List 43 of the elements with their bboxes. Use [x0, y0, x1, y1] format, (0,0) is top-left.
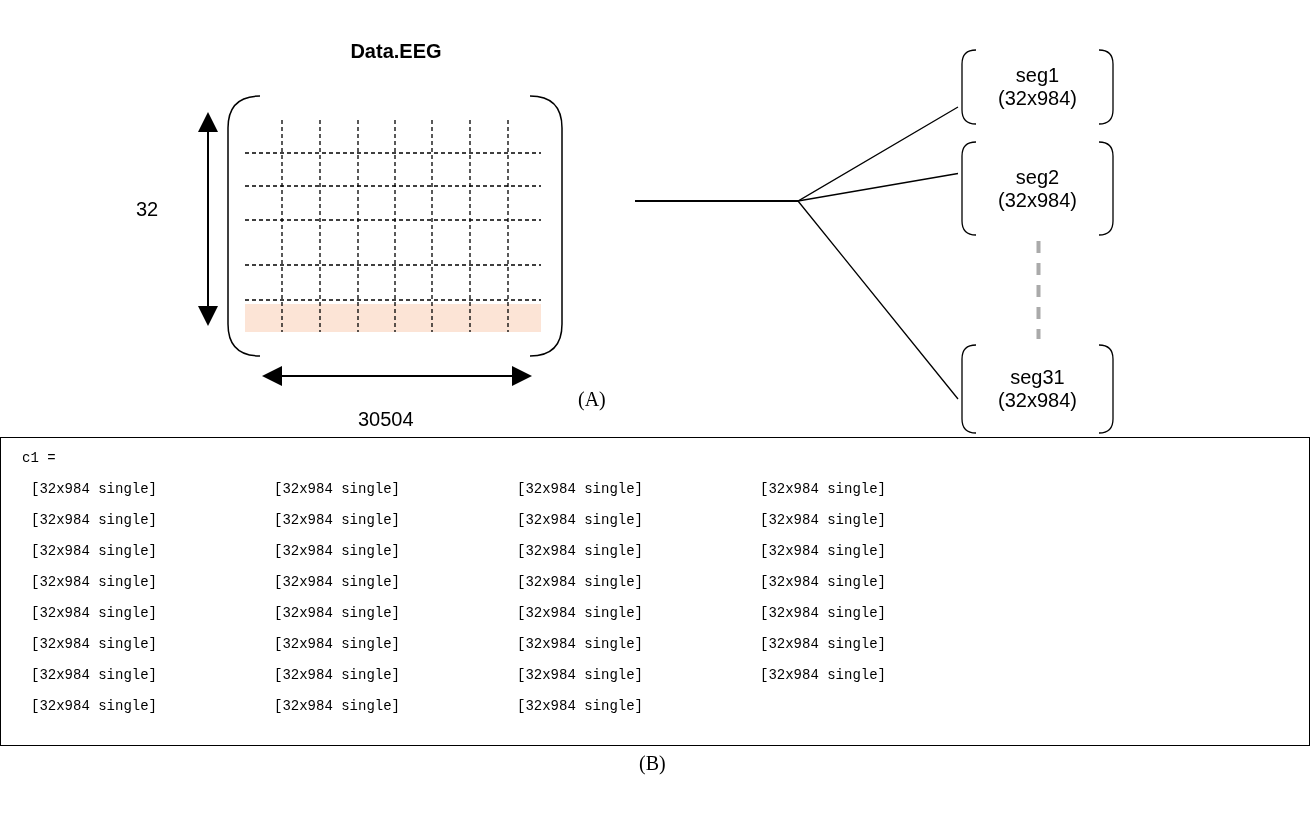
dimension-label: 30504: [358, 408, 414, 431]
panel-label: (B): [639, 752, 666, 775]
code-text: [32x984 single]: [31, 667, 158, 683]
code-text: [32x984 single]: [31, 481, 158, 497]
code-text: [32x984 single]: [274, 481, 401, 497]
dashed-connector: [1036, 241, 1041, 339]
code-text: [32x984 single]: [517, 605, 644, 621]
code-text: [32x984 single]: [31, 574, 158, 590]
code-text: [32x984 single]: [274, 605, 401, 621]
code-text: [32x984 single]: [274, 636, 401, 652]
code-text: [32x984 single]: [760, 574, 887, 590]
code-text: [32x984 single]: [274, 543, 401, 559]
code-text: [32x984 single]: [760, 481, 887, 497]
segment-box: seg31 (32x984): [960, 343, 1115, 435]
code-text: [32x984 single]: [274, 574, 401, 590]
code-text: [32x984 single]: [517, 543, 644, 559]
code-text: [32x984 single]: [31, 698, 158, 714]
code-text: [32x984 single]: [274, 667, 401, 683]
code-text: [32x984 single]: [274, 512, 401, 528]
code-text: [32x984 single]: [760, 636, 887, 652]
code-text: [32x984 single]: [517, 512, 644, 528]
code-text: [32x984 single]: [517, 574, 644, 590]
code-text: [32x984 single]: [760, 543, 887, 559]
dimension-label: 32: [136, 198, 159, 221]
output-panel: [0, 437, 1310, 746]
code-text: [32x984 single]: [517, 636, 644, 652]
code-text: [32x984 single]: [517, 667, 644, 683]
code-text: [32x984 single]: [760, 605, 887, 621]
segment-box: seg2 (32x984): [960, 140, 1115, 237]
segment-box: seg1 (32x984): [960, 48, 1115, 126]
code-text: [32x984 single]: [31, 543, 158, 559]
code-text: [32x984 single]: [31, 636, 158, 652]
panel-label: (A): [578, 388, 606, 411]
code-text: [32x984 single]: [517, 698, 644, 714]
code-text: c1 =: [22, 450, 56, 466]
code-text: [32x984 single]: [517, 481, 644, 497]
code-text: [32x984 single]: [31, 512, 158, 528]
connector-line: [634, 200, 959, 400]
code-text: [32x984 single]: [760, 512, 887, 528]
code-text: [32x984 single]: [760, 667, 887, 683]
code-text: [32x984 single]: [274, 698, 401, 714]
code-text: [32x984 single]: [31, 605, 158, 621]
matrix-title: Data.EEG: [349, 40, 443, 63]
